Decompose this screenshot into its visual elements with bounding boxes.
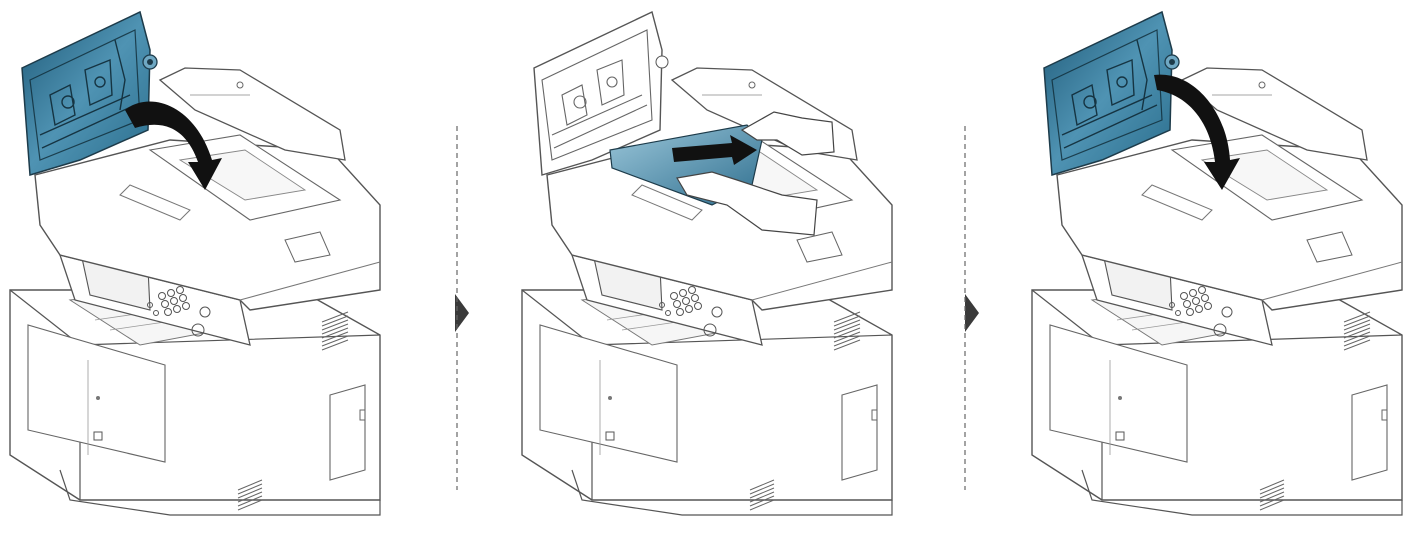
pull-arrow-icon <box>672 135 757 165</box>
close-arrow-icon <box>1154 74 1240 190</box>
hand-icon <box>676 111 835 236</box>
step-1-open-cover <box>9 11 381 516</box>
step-2-remove-paper <box>521 11 893 516</box>
step-next-icon <box>455 294 469 332</box>
step-3-close-cover <box>1031 11 1403 516</box>
open-arrow-icon <box>125 101 222 190</box>
step-next-icon <box>965 294 979 332</box>
